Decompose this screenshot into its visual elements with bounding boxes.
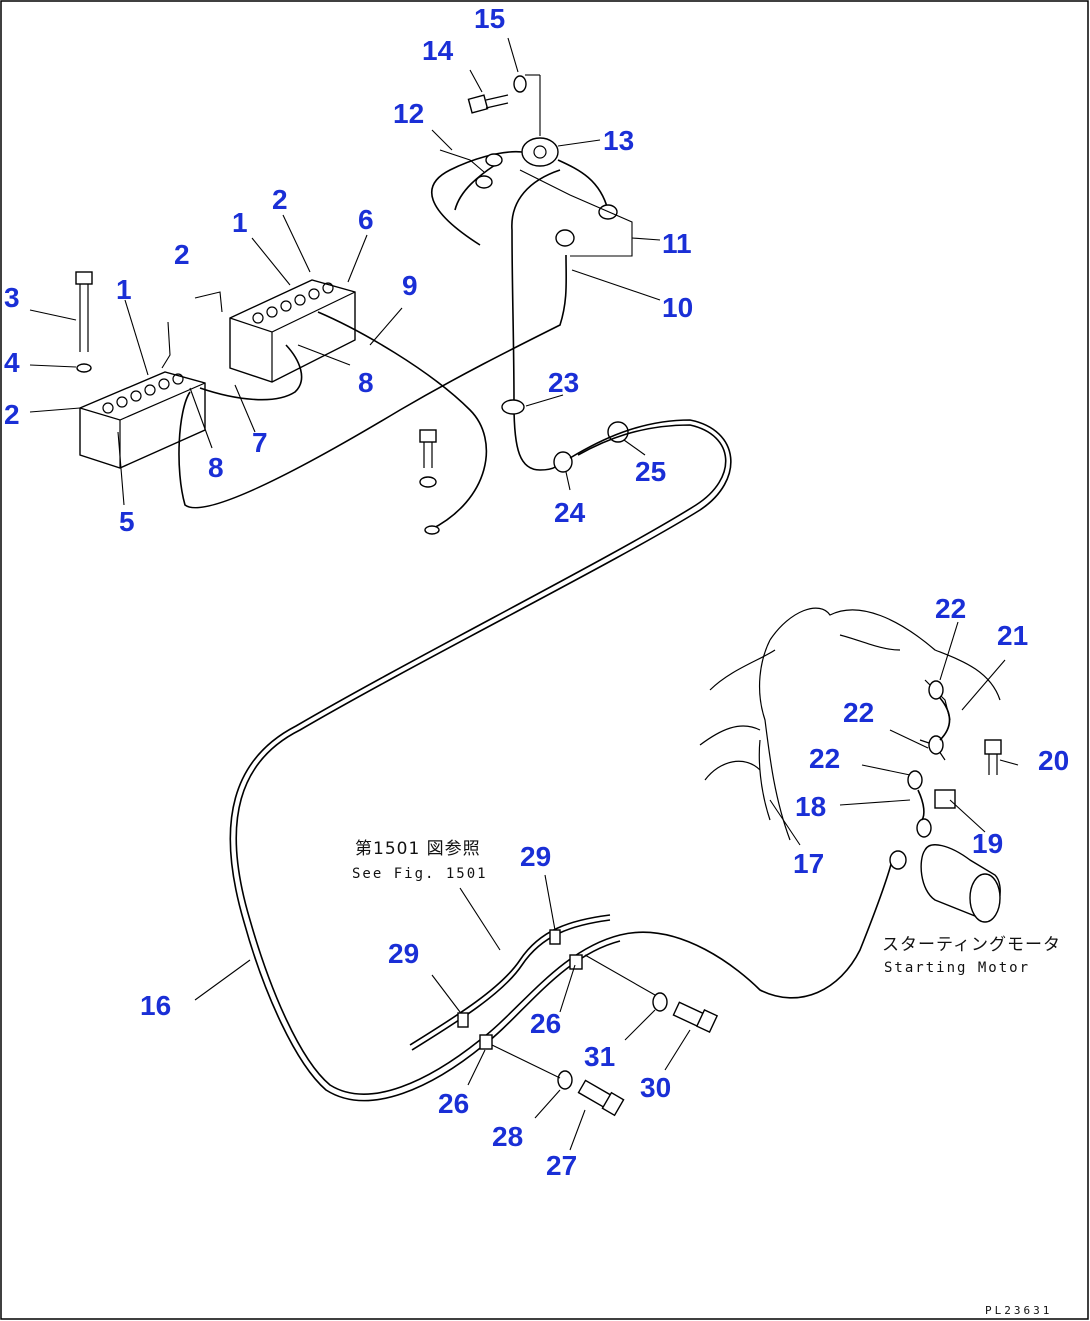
- callout-26: 26: [438, 1088, 469, 1119]
- harness-bundle: [409, 914, 611, 1051]
- grommet-24: [553, 451, 573, 473]
- callout-22: 22: [935, 593, 966, 624]
- starter-connectors: [889, 680, 951, 870]
- battery-relay: [431, 137, 618, 471]
- callout-29: 29: [520, 841, 551, 872]
- callout-31: 31: [584, 1041, 615, 1072]
- starting-motor-label-jp: スターティングモータ: [882, 935, 1061, 955]
- callout-6: 6: [358, 204, 374, 235]
- callout-20: 20: [1038, 745, 1069, 776]
- battery-bolt: [75, 271, 93, 373]
- callout-21: 21: [997, 620, 1028, 651]
- callout-26: 26: [530, 1008, 561, 1039]
- callout-2: 2: [272, 184, 288, 215]
- starting-motor: [920, 844, 1001, 923]
- starter-bolt: [984, 739, 1002, 775]
- battery-left: [79, 371, 206, 469]
- battery-right: [229, 279, 356, 383]
- callout-10: 10: [662, 292, 693, 323]
- battery-cable-7: [199, 344, 303, 401]
- callout-24: 24: [554, 497, 586, 528]
- leader-lines: [29, 37, 1019, 1151]
- ground-cable-9: [317, 311, 488, 531]
- callout-28: 28: [492, 1121, 523, 1152]
- callout-9: 9: [402, 270, 418, 301]
- callout-4: 4: [4, 347, 20, 378]
- callout-23: 23: [548, 367, 579, 398]
- callout-22: 22: [843, 697, 874, 728]
- callout-5: 5: [119, 506, 135, 537]
- callout-8: 8: [358, 367, 374, 398]
- callout-22: 22: [809, 743, 840, 774]
- callout-30: 30: [640, 1072, 671, 1103]
- ground-bolt: [419, 429, 440, 535]
- callout-18: 18: [795, 791, 826, 822]
- callout-17: 17: [793, 848, 824, 879]
- callout-27: 27: [546, 1150, 577, 1181]
- callout-25: 25: [635, 456, 666, 487]
- callout-16: 16: [140, 990, 171, 1021]
- battery-cable-8: [178, 254, 568, 509]
- callout-19: 19: [972, 828, 1003, 859]
- starter-cable-16: [235, 419, 893, 1095]
- drawing-reference: PL23631: [985, 1304, 1052, 1317]
- clamp-bolts: [557, 992, 719, 1117]
- callout-7: 7: [252, 427, 268, 458]
- callout-3: 3: [4, 282, 20, 313]
- callout-2: 2: [174, 239, 190, 270]
- see-fig-note-en: See Fig. 1501: [352, 866, 488, 882]
- callout-12: 12: [393, 98, 424, 129]
- callout-15: 15: [474, 3, 505, 34]
- see-fig-note-jp: 第1501 図参照: [355, 839, 481, 859]
- starting-motor-label-en: Starting Motor: [884, 960, 1030, 976]
- callout-1: 1: [116, 274, 132, 305]
- callout-2: 2: [4, 399, 20, 430]
- relay-bolt: [467, 75, 527, 114]
- callout-1: 1: [232, 207, 248, 238]
- callout-29: 29: [388, 938, 419, 969]
- grommet-23: [501, 399, 525, 415]
- grommet-25: [607, 421, 629, 443]
- callout-8: 8: [208, 452, 224, 483]
- callout-14: 14: [422, 35, 454, 66]
- callout-11: 11: [662, 228, 692, 259]
- callout-13: 13: [603, 125, 634, 156]
